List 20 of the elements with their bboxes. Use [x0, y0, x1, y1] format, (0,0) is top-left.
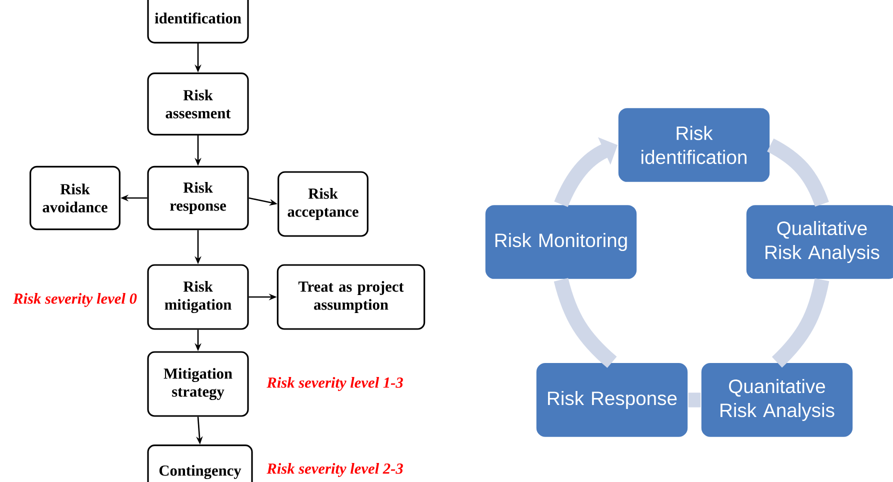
cycle-band — [766, 138, 829, 207]
severity-note: Risk severity level 2-3 — [266, 463, 403, 477]
cycle-band — [688, 392, 701, 408]
process-box: Contingency — [147, 444, 253, 482]
process-box: Treat as project assumption — [276, 264, 426, 330]
process-box: Risk response — [147, 166, 249, 230]
cycle-band — [554, 278, 617, 368]
process-box: identification — [147, 0, 249, 44]
process-box: Risk acceptance — [278, 171, 368, 237]
process-box: Risk assesment — [147, 72, 249, 136]
severity-note: Risk severity level 1-3 — [266, 377, 403, 391]
process-box: Risk avoidance — [30, 166, 120, 230]
cycle-step-box: Qualitative Risk Analysis — [746, 204, 893, 280]
cycle-step-box: Risk Monitoring — [484, 204, 638, 280]
cycle-step-box: Risk Response — [536, 362, 688, 438]
cycle-step-box: Risk identification — [618, 107, 770, 183]
process-box: Risk mitigation — [147, 264, 249, 330]
process-box: Mitigation strategy — [147, 351, 249, 417]
cycle-band — [772, 278, 830, 368]
cycle-step-box: Quanitative Risk Analysis — [700, 362, 854, 438]
